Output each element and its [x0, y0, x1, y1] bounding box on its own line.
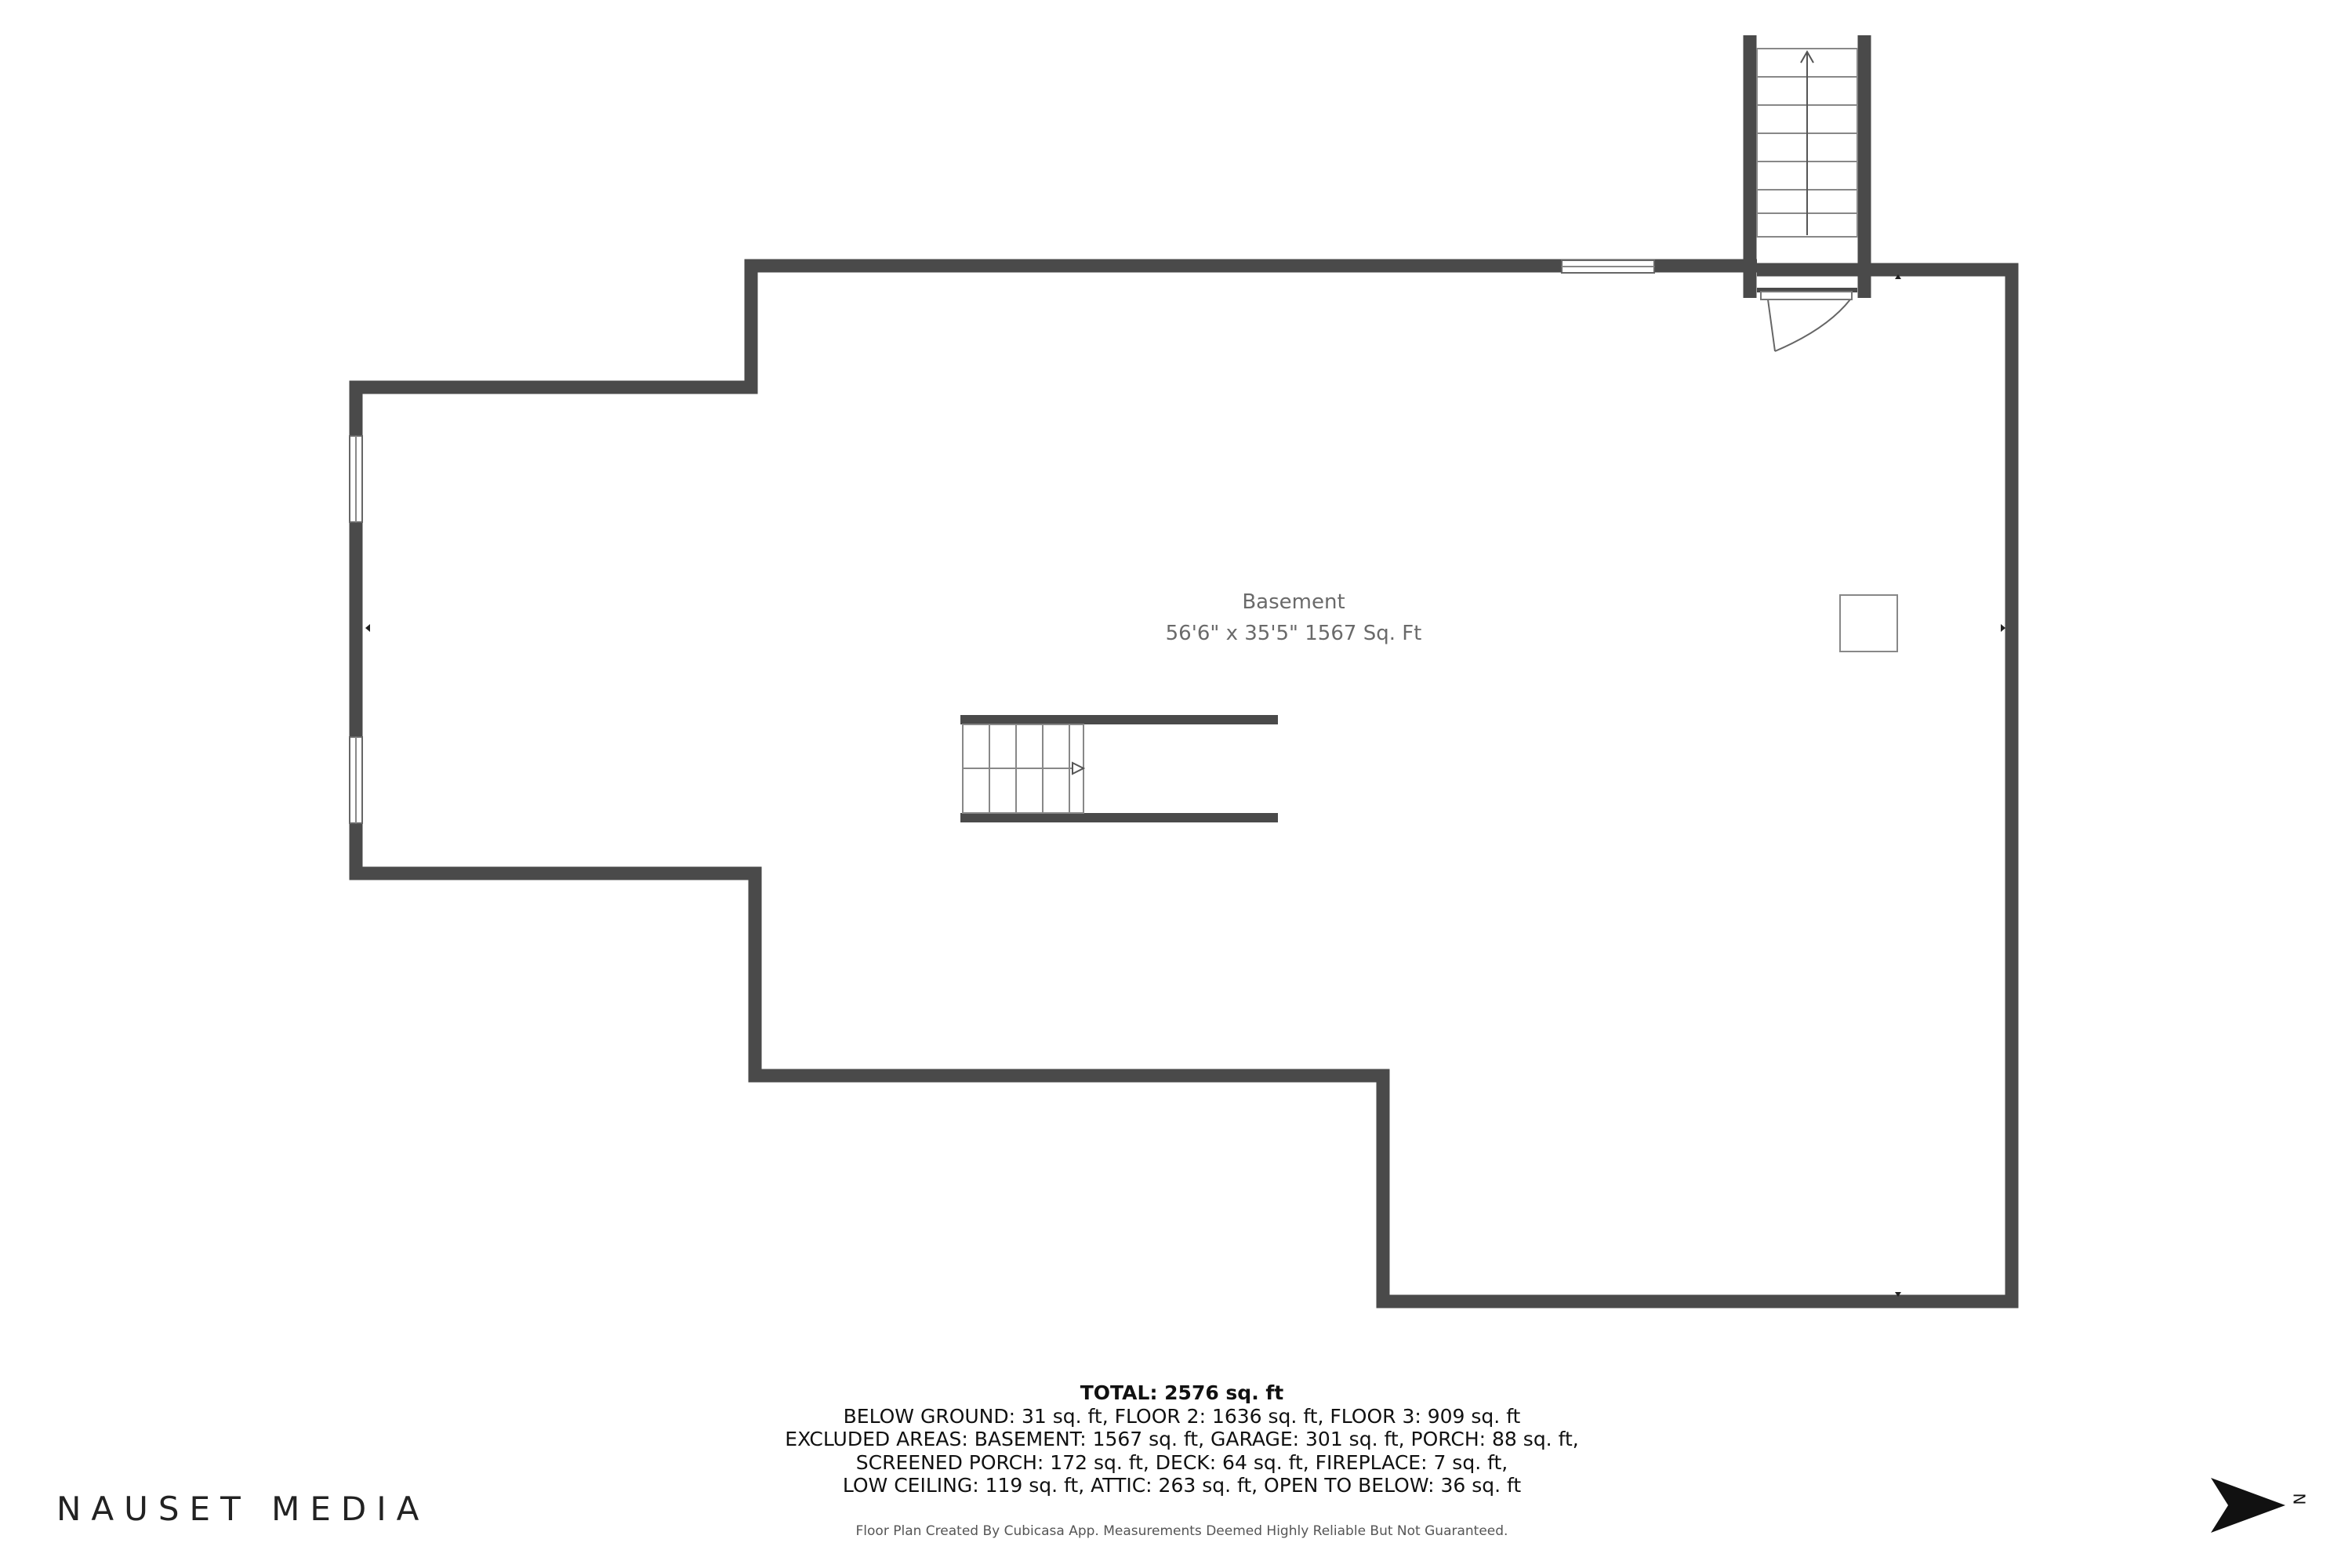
- compass-letter: N: [2289, 1493, 2309, 1505]
- summary-line: BELOW GROUND: 31 sq. ft, FLOOR 2: 1636 s…: [843, 1404, 1521, 1428]
- room-dimensions: 56'6" x 35'5" 1567 Sq. Ft: [1165, 622, 1422, 645]
- summary-line: SCREENED PORCH: 172 sq. ft, DECK: 64 sq.…: [855, 1450, 1508, 1474]
- room-name: Basement: [1242, 590, 1345, 614]
- area-summary: TOTAL: 2576 sq. ft BELOW GROUND: 31 sq. …: [706, 1381, 1658, 1497]
- door-swing: [1760, 291, 1853, 352]
- disclaimer: Floor Plan Created By Cubicasa App. Meas…: [855, 1523, 1508, 1539]
- stairwell-top: [1743, 35, 1871, 298]
- interior-stairs: [960, 715, 1278, 822]
- window-left-lower: [349, 736, 363, 824]
- summary-line: EXCLUDED AREAS: BASEMENT: 1567 sq. ft, G…: [785, 1428, 1579, 1450]
- column: [1839, 594, 1898, 652]
- wall-markers: [365, 274, 2005, 1297]
- window-left-upper: [349, 435, 363, 523]
- basement-walls: [349, 259, 2019, 1308]
- north-arrow-icon: [2211, 1478, 2285, 1533]
- window-top: [1561, 260, 1655, 274]
- summary-line: LOW CEILING: 119 sq. ft, ATTIC: 263 sq. …: [842, 1474, 1522, 1497]
- total-area: TOTAL: 2576 sq. ft: [1080, 1381, 1284, 1404]
- room-label: Basement 56'6" x 35'5" 1567 Sq. Ft: [1098, 586, 1490, 649]
- brand-logo: NAUSET MEDIA: [56, 1490, 430, 1528]
